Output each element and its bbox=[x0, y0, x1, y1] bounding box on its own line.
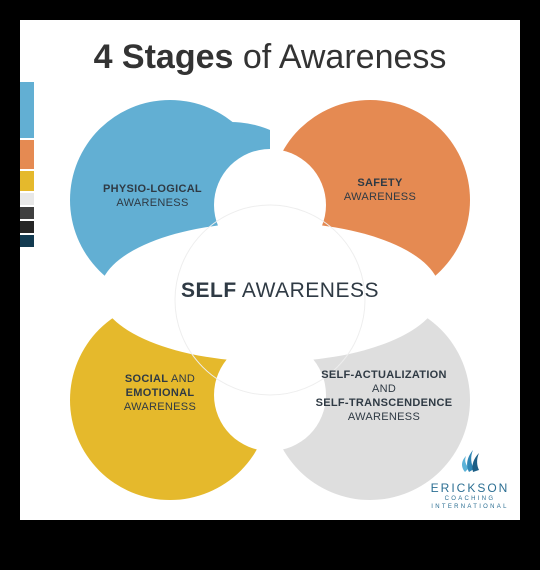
physio-label: PHYSIO-LOGICAL AWARENESS bbox=[80, 182, 225, 210]
center-label-light: AWARENESS bbox=[241, 279, 379, 302]
center-label: SELF AWARENESS bbox=[120, 279, 440, 303]
selfact-label-line3: SELF-TRANSCENDENCE bbox=[315, 397, 453, 409]
swatch-gray bbox=[20, 207, 34, 219]
safety-label: SAFETY AWARENESS bbox=[320, 176, 440, 204]
social-label-bold: SOCIAL bbox=[124, 373, 169, 385]
selfact-label-line2: AND bbox=[371, 383, 397, 395]
title-light: of Awareness bbox=[242, 38, 447, 76]
social-label-and: AND bbox=[170, 373, 196, 385]
center-outline-1 bbox=[174, 204, 366, 396]
swatch-orange bbox=[20, 140, 34, 169]
center-label-bold: SELF bbox=[181, 279, 237, 302]
awareness-venn-diagram bbox=[70, 100, 470, 500]
swatch-blue bbox=[20, 82, 34, 138]
erickson-logo: ERICKSON COACHING INTERNATIONAL bbox=[425, 444, 515, 511]
selfact-label-line1: SELF-ACTUALIZATION bbox=[321, 369, 447, 381]
page-title: 4 Stages of Awareness bbox=[20, 38, 520, 77]
infographic-canvas: 4 Stages of Awareness PHYSIO-LOGICAL AWA… bbox=[20, 20, 520, 520]
logo-line2: COACHING bbox=[444, 496, 496, 502]
logo-name: ERICKSON bbox=[430, 481, 510, 495]
physio-label-line2: AWARENESS bbox=[116, 197, 189, 209]
selfact-label-line4: AWARENESS bbox=[347, 411, 421, 423]
safety-label-line1: SAFETY bbox=[357, 177, 403, 189]
swatch-navy bbox=[20, 235, 34, 247]
physio-label-line1: PHYSIO-LOGICAL bbox=[103, 183, 202, 195]
social-label: SOCIAL AND EMOTIONAL AWARENESS bbox=[100, 372, 220, 414]
safety-label-line2: AWARENESS bbox=[343, 191, 417, 203]
selfact-label: SELF-ACTUALIZATION AND SELF-TRANSCENDENC… bbox=[310, 368, 458, 424]
swatch-yellow bbox=[20, 171, 34, 191]
swatch-light bbox=[20, 193, 34, 205]
social-label-line2: EMOTIONAL bbox=[125, 387, 195, 399]
social-label-line3: AWARENESS bbox=[123, 401, 197, 413]
flame-icon bbox=[462, 450, 479, 472]
swatch-dark bbox=[20, 221, 34, 233]
logo-line3: INTERNATIONAL bbox=[431, 504, 509, 510]
title-bold: 4 Stages bbox=[93, 38, 234, 76]
